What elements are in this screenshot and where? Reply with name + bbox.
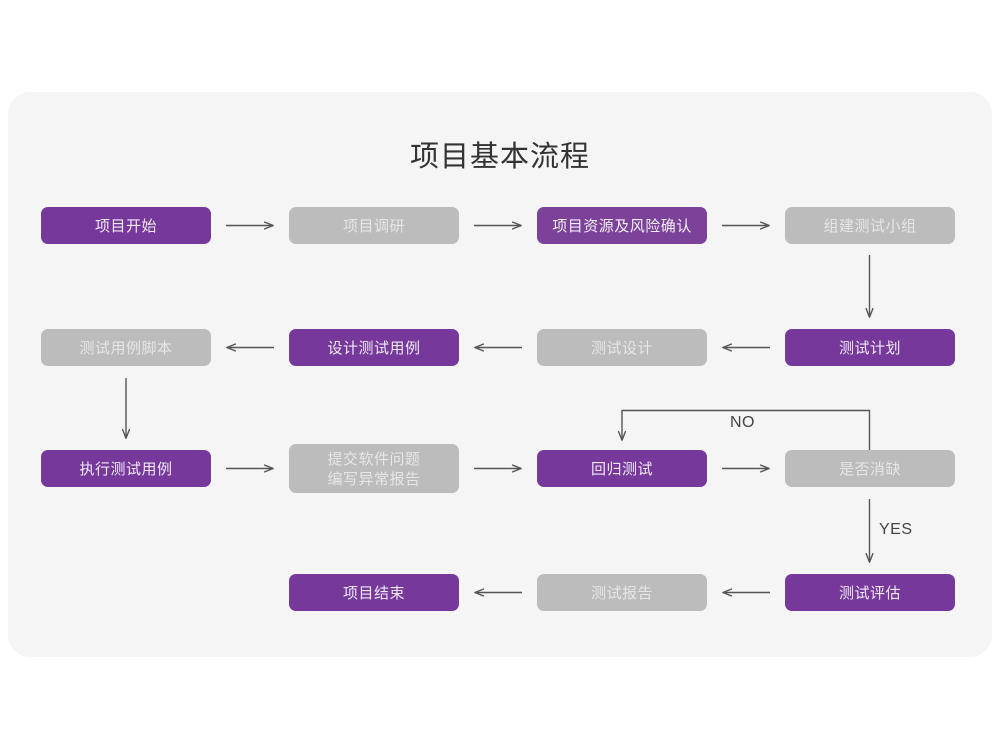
node-build-test-team[interactable]: 组建测试小组 xyxy=(785,207,955,244)
node-execute-testcase[interactable]: 执行测试用例 xyxy=(41,450,211,487)
node-project-end[interactable]: 项目结束 xyxy=(289,574,459,611)
node-submit-issue-report[interactable]: 提交软件问题 编写异常报告 xyxy=(289,444,459,493)
node-design-testcase[interactable]: 设计测试用例 xyxy=(289,329,459,366)
edge-label-no: NO xyxy=(730,414,755,431)
node-regression-test[interactable]: 回归测试 xyxy=(537,450,707,487)
node-test-evaluation[interactable]: 测试评估 xyxy=(785,574,955,611)
node-test-plan[interactable]: 测试计划 xyxy=(785,329,955,366)
node-project-start[interactable]: 项目开始 xyxy=(41,207,211,244)
node-defect-cleared[interactable]: 是否消缺 xyxy=(785,450,955,487)
diagram-card xyxy=(8,92,992,657)
node-test-report[interactable]: 测试报告 xyxy=(537,574,707,611)
node-project-research[interactable]: 项目调研 xyxy=(289,207,459,244)
page-title: 项目基本流程 xyxy=(409,139,590,173)
node-test-design[interactable]: 测试设计 xyxy=(537,329,707,366)
node-resource-risk-confirm[interactable]: 项目资源及风险确认 xyxy=(537,207,707,244)
edge-label-yes: YES xyxy=(879,521,913,538)
node-testcase-script[interactable]: 测试用例脚本 xyxy=(41,329,211,366)
